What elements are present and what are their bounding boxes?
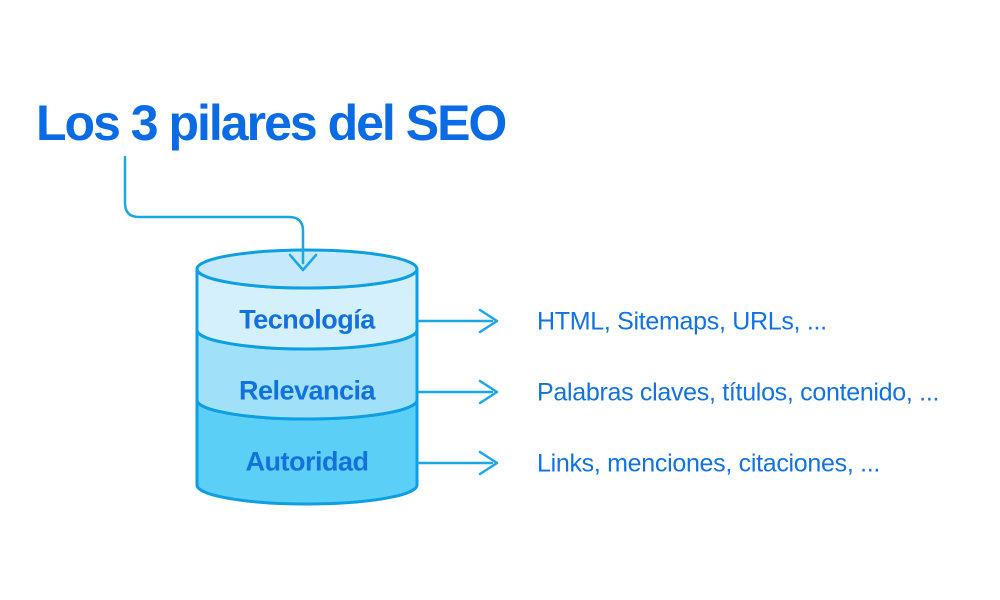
pillar-label-tecnologia: Tecnología [239,304,375,335]
cylinder-top-ellipse [195,248,419,290]
pillar-detail-relevancia: Palabras claves, títulos, contenido, ... [537,378,940,407]
cylinder-shape [195,248,419,506]
pillar-detail-autoridad: Links, menciones, citaciones, ... [537,449,881,478]
pillar-label-relevancia: Relevancia [238,375,376,406]
title-connector-arrow-icon [123,155,318,272]
pillar-detail-tecnologia: HTML, Sitemaps, URLs, ... [537,307,827,336]
pillar-label-autoridad: Autoridad [245,446,370,477]
arrow-right-icon-autoridad [416,450,499,476]
arrow-right-icon-tecnologia [416,308,499,334]
page-title: Los 3 pilares del SEO [36,95,507,151]
arrow-right-icon-relevancia [416,379,499,405]
